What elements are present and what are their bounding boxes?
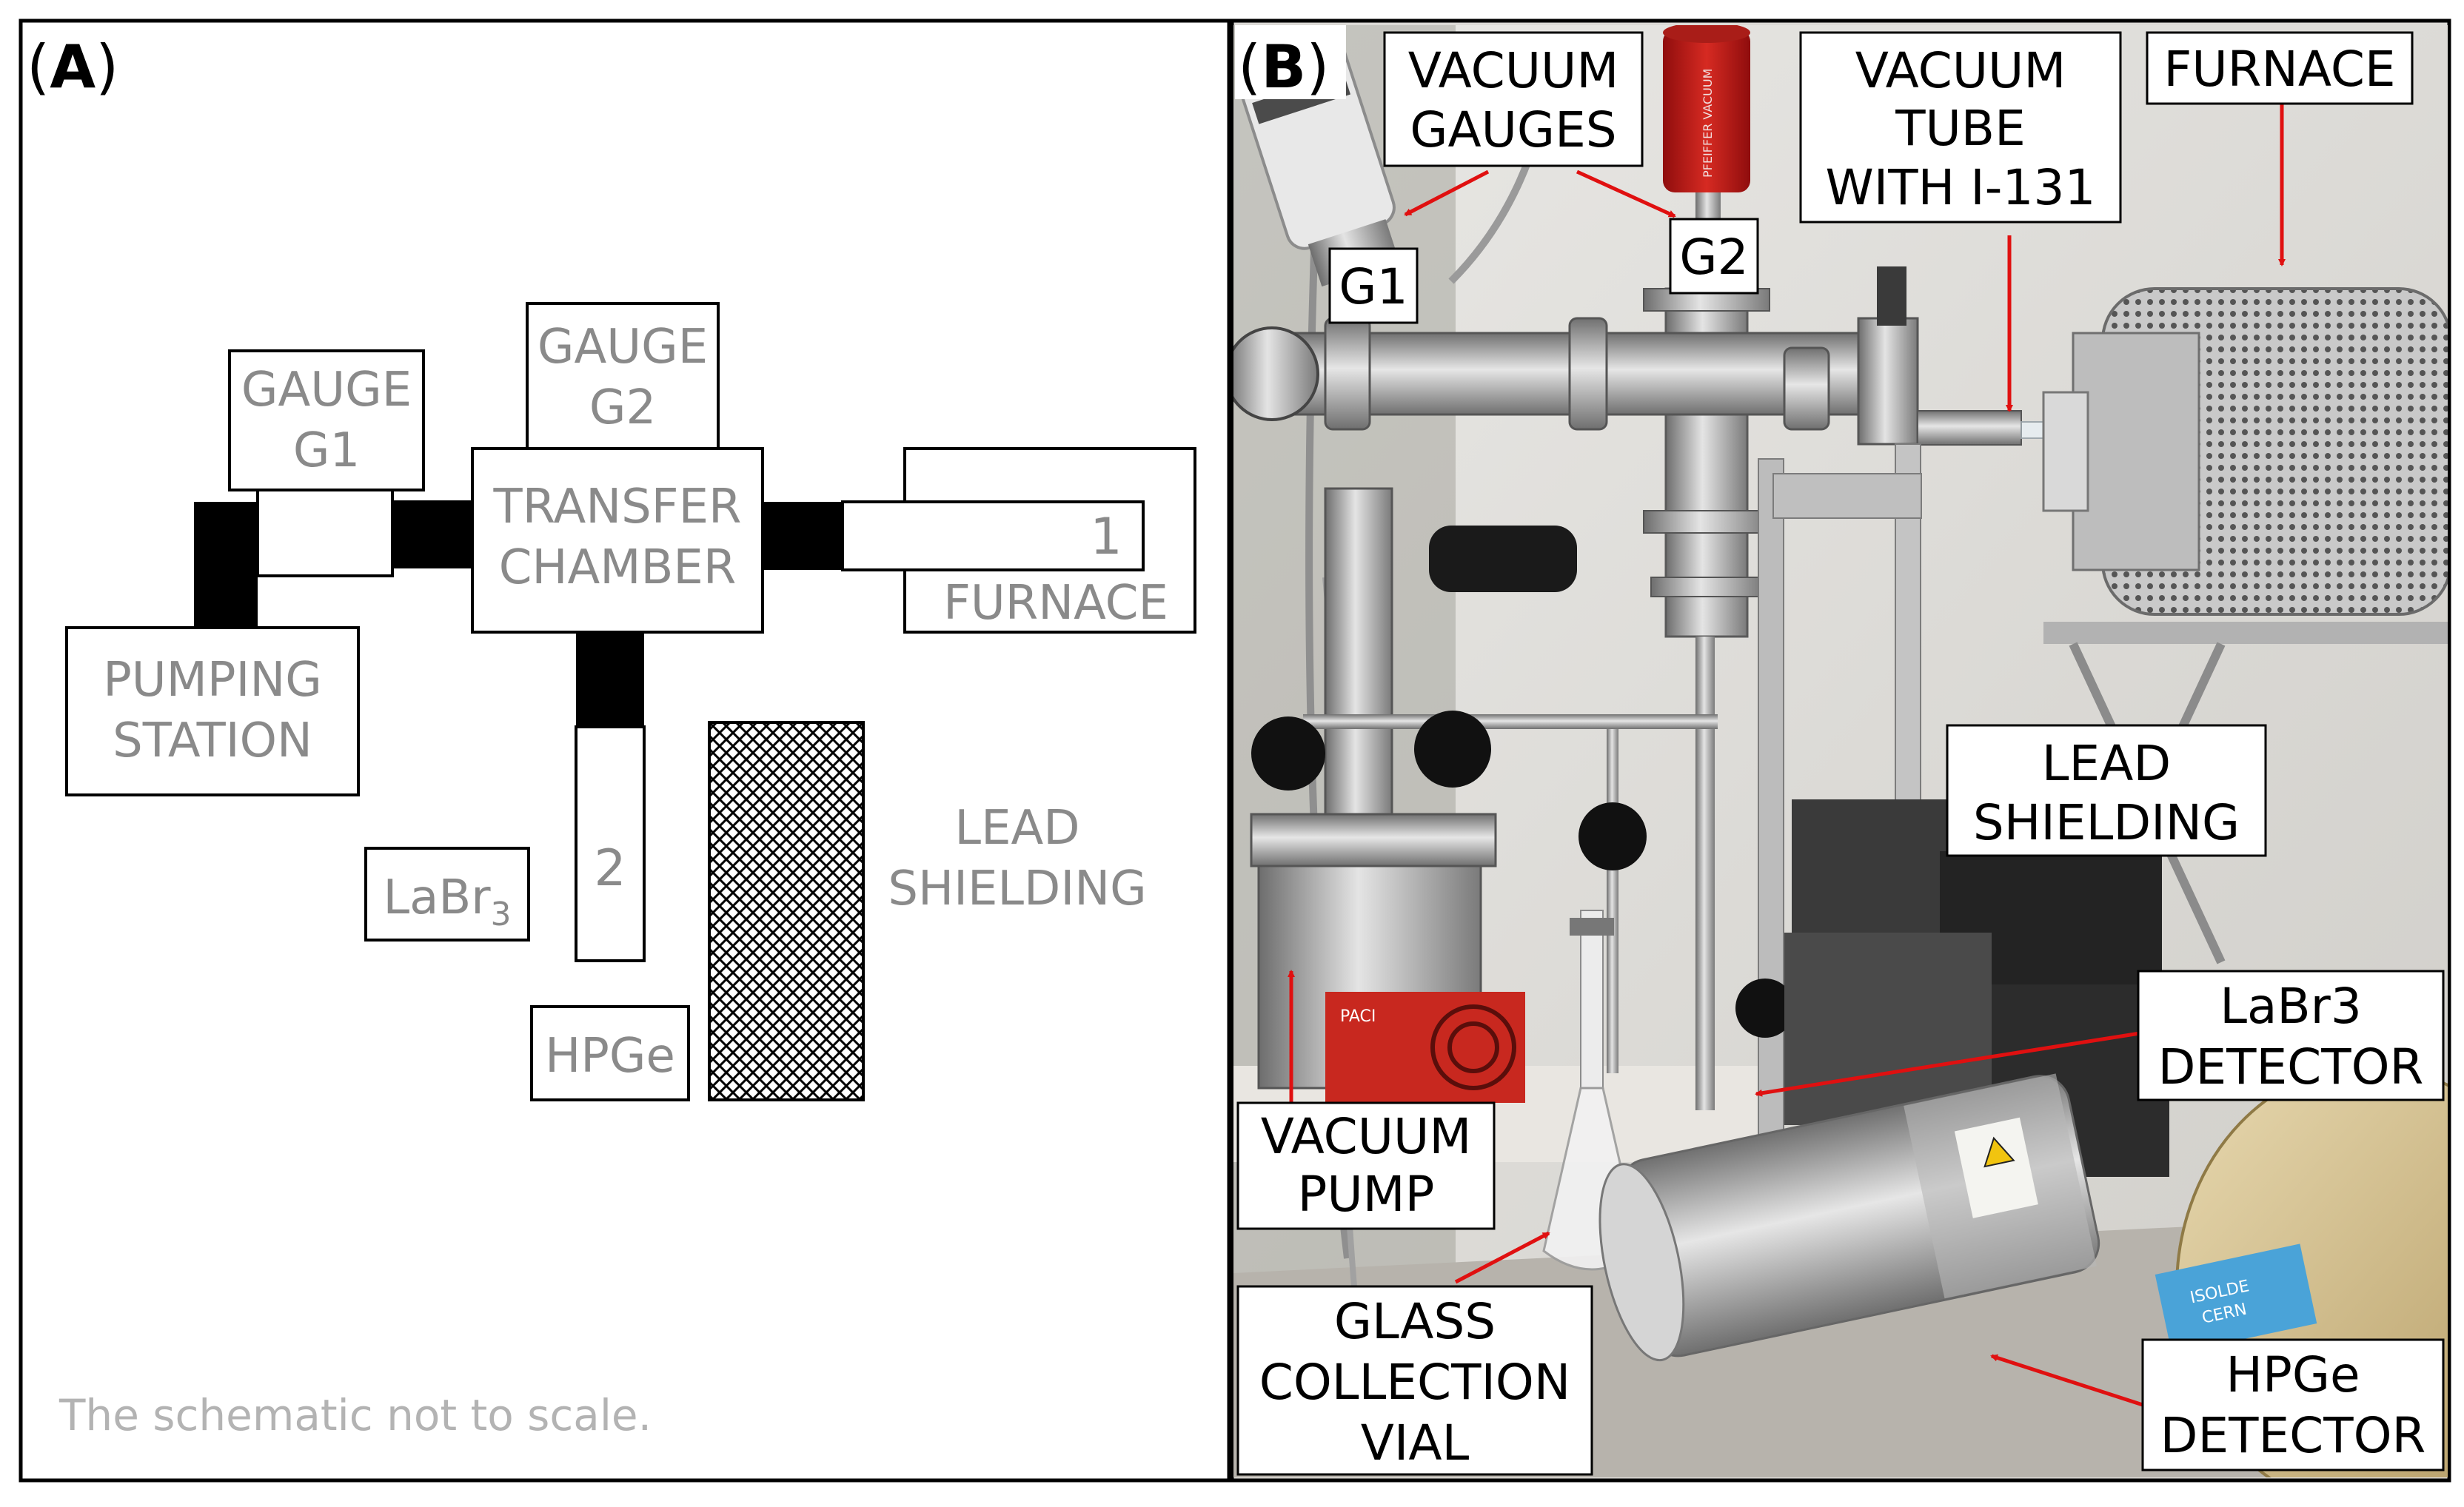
panel-b-letter: (B)	[1238, 33, 1329, 101]
connector-chamber-furnace	[763, 502, 843, 570]
transfer-chamber-label-line2: CHAMBER	[499, 540, 737, 595]
callout-g1-box	[1328, 247, 1419, 324]
pumping-station-label-line1: PUMPING	[103, 653, 322, 708]
lead-shielding-label-line1: LEAD	[954, 801, 1079, 856]
photo-vacuum-pump: PACI	[1250, 813, 1525, 1103]
callout-vacuum-pump-box	[1236, 1101, 1496, 1230]
photo-pump-brand: PACI	[1340, 1007, 1376, 1026]
photo-tube-connector	[1917, 410, 2022, 446]
vacuum-tube-position-1	[841, 500, 1145, 571]
arrow-labr3	[1755, 1031, 2140, 1097]
hpge-box	[530, 1005, 690, 1101]
gauge-g1-label-line2: G1	[293, 423, 360, 478]
photo-knob-3	[1578, 802, 1647, 870]
connector-chamber-vial	[576, 632, 644, 728]
position-1-label: 1	[1090, 508, 1122, 566]
callout-labr3-line2: DETECTOR	[2158, 1038, 2424, 1095]
photo-cern-sticker	[2155, 1243, 2317, 1355]
callout-g2-label: G2	[1679, 229, 1748, 286]
photo-illustration: PFEIFFER VACUUM	[1233, 25, 2448, 1477]
vial-tube-position-2	[575, 725, 646, 962]
photo-black-handle	[1429, 526, 1577, 592]
callout-glass-vial-line2: COLLECTION	[1259, 1354, 1570, 1411]
connector-g1-chamber	[391, 500, 472, 568]
callout-lead-shielding-box	[1946, 724, 2267, 857]
lead-shielding-label-line2: SHIELDING	[888, 862, 1146, 916]
pipe-g1-segment	[256, 489, 394, 577]
transfer-chamber-box	[471, 447, 764, 634]
panel-a: (A) 1 FURNACE 2 GAUGE G1 GAUGE G2 TRANSF…	[19, 19, 1231, 1483]
callout-vacuum-gauges-box	[1383, 31, 1644, 167]
callout-vacuum-gauges-line2: GAUGES	[1410, 101, 1616, 158]
gauge-g1-label-line1: GAUGE	[241, 363, 412, 417]
photo-valve	[1857, 317, 1919, 446]
arrow-hpge	[1990, 1354, 2143, 1407]
photo-glass-vial	[1542, 910, 1641, 1271]
pumping-station-box	[65, 626, 360, 796]
transfer-chamber-label-line1: TRANSFER	[493, 480, 742, 534]
gauge-g2-label-line2: G2	[589, 380, 656, 435]
callout-furnace-label: FURNACE	[2163, 41, 2395, 98]
furnace-label: FURNACE	[943, 576, 1168, 631]
callout-glass-vial-box	[1236, 1285, 1593, 1476]
callout-vacuum-tube-line1: VACUUM	[1855, 42, 2066, 99]
callout-hpge-box	[2141, 1338, 2445, 1471]
callout-vacuum-tube-box	[1799, 31, 2122, 224]
panel-a-letter: (A)	[27, 33, 118, 101]
gauge-g2-label-line1: GAUGE	[538, 320, 708, 375]
lead-shielding-block	[708, 721, 865, 1101]
photo-knob-4	[1735, 979, 1795, 1038]
panel-b-letter-bg	[1235, 25, 1346, 99]
pumping-station-label-line2: STATION	[113, 714, 312, 768]
callout-labr3-line1: LaBr3	[2220, 978, 2362, 1035]
photo-furnace	[2042, 287, 2448, 964]
callout-glass-vial-line3: VIAL	[1361, 1414, 1470, 1471]
callout-hpge-line2: DETECTOR	[2160, 1407, 2426, 1464]
callout-g1-label: G1	[1339, 258, 1407, 315]
photo-knob-2	[1414, 711, 1491, 788]
photo-pump-column	[1324, 487, 1393, 845]
hpge-label: HPGe	[545, 1029, 675, 1084]
gauge-g2-box	[526, 302, 720, 450]
panel-b: PFEIFFER VACUUM	[1230, 19, 2451, 1483]
labr3-label: LaBr3	[383, 870, 511, 933]
photo-gauge-brand: PFEIFFER VACUUM	[1701, 69, 1715, 178]
callout-vacuum-tube-line2: TUBE	[1895, 100, 2026, 157]
photo-labr3-detector	[1598, 1073, 2100, 1362]
position-2-label: 2	[594, 839, 626, 898]
gauge-g1-box	[228, 349, 425, 491]
arrow-gauges-to-g2	[1576, 170, 1676, 218]
schematic-footnote: The schematic not to scale.	[58, 1390, 652, 1440]
callout-hpge-line1: HPGe	[2226, 1346, 2360, 1403]
arrow-vial	[1454, 1231, 1550, 1284]
callout-vacuum-pump-line1: VACUUM	[1261, 1108, 1472, 1165]
connector-pump-vertical	[194, 502, 258, 628]
arrow-gauges-to-g1	[1404, 170, 1490, 217]
callout-glass-vial-line1: GLASS	[1334, 1293, 1496, 1350]
labr3-box	[364, 847, 530, 942]
callout-lead-shielding-line1: LEAD	[2042, 735, 2171, 792]
callout-furnace-box	[2146, 31, 2414, 105]
callout-vacuum-pump-line2: PUMP	[1298, 1166, 1435, 1223]
callout-labr3-box	[2137, 970, 2445, 1101]
callout-vacuum-gauges-line1: VACUUM	[1408, 42, 1619, 99]
callout-vacuum-tube-line3: WITH I-131	[1826, 159, 2096, 216]
callout-g2-box	[1669, 218, 1759, 295]
photo-knob-1	[1251, 716, 1325, 791]
callout-lead-shielding-line2: SHIELDING	[1973, 794, 2240, 851]
